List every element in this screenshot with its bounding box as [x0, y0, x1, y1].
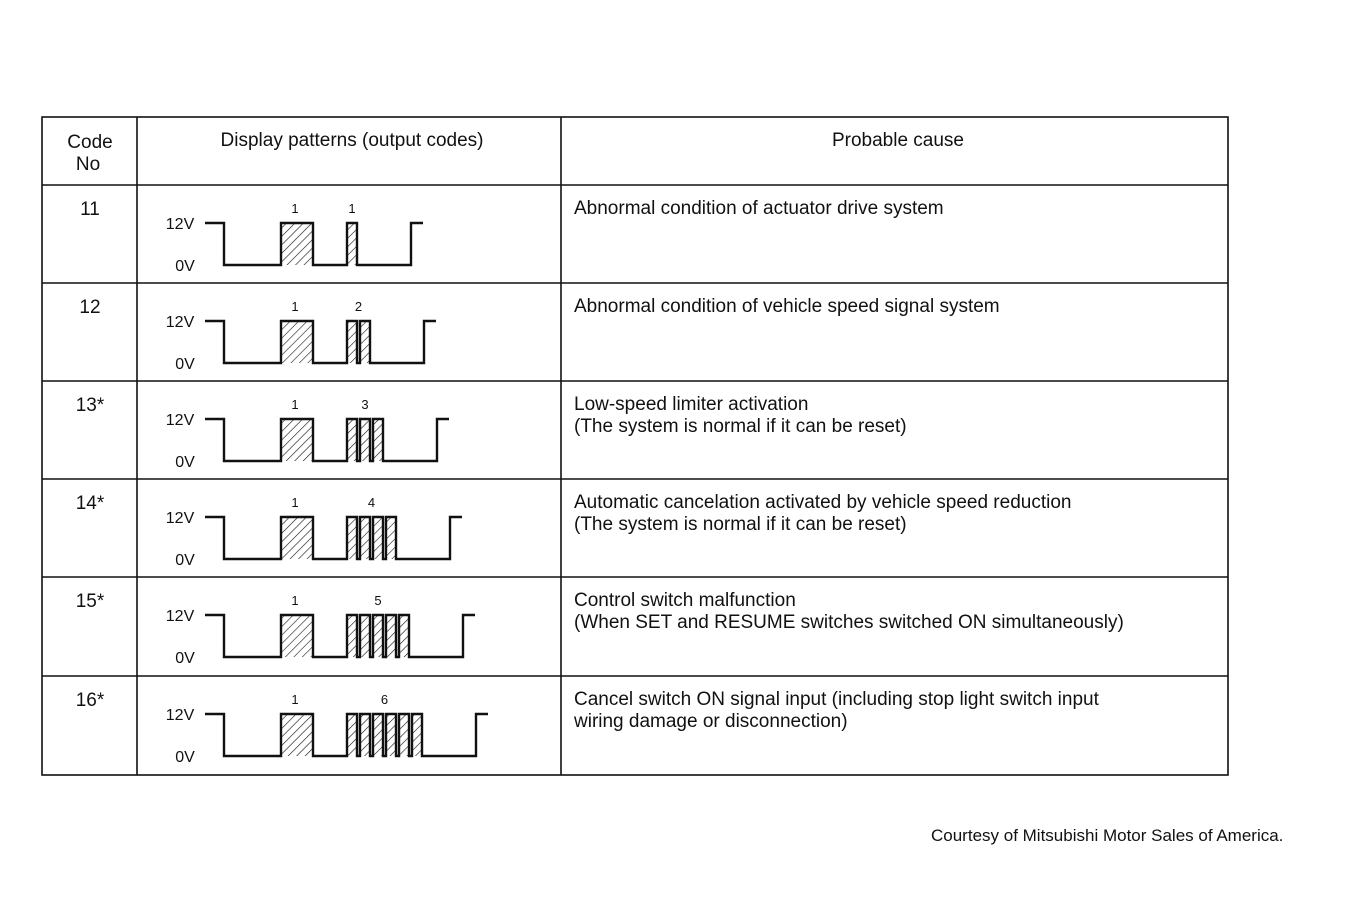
- pulse-second-fill: [347, 321, 357, 363]
- header-code-line1: Code: [67, 132, 112, 153]
- pulse-count-label-first: 1: [291, 692, 298, 707]
- pulse-second-fill: [386, 517, 396, 559]
- signal-line: [205, 712, 488, 758]
- pulse-count-label-first: 1: [291, 397, 298, 412]
- code-number: 12: [79, 297, 100, 318]
- pulse-first-fill: [281, 419, 313, 461]
- table-row: 15* 12V 0V 1 5 Control switch malfunction(Whe…: [76, 590, 1124, 667]
- pulse-second-fill: [373, 517, 383, 559]
- pulse-second-fill: [386, 714, 396, 756]
- probable-cause-text: Abnormal condition of vehicle speed sign…: [574, 296, 1000, 317]
- pulse-count-label-first: 1: [291, 201, 298, 216]
- probable-cause-text: (The system is normal if it can be reset…: [574, 514, 907, 535]
- signal-line: [205, 417, 449, 463]
- signal-line: [205, 319, 436, 365]
- probable-cause-text: Abnormal condition of actuator drive sys…: [574, 198, 944, 219]
- probable-cause-text: (The system is normal if it can be reset…: [574, 416, 907, 437]
- pulse-count-label-second: 4: [368, 495, 375, 510]
- pulse-count-label-second: 5: [374, 593, 381, 608]
- pulse-second-fill: [347, 615, 357, 657]
- probable-cause-text: Cancel switch ON signal input (including…: [574, 689, 1100, 710]
- pulse-second-fill: [347, 714, 357, 756]
- voltage-label-low: 0V: [175, 356, 195, 373]
- pulse-first-fill: [281, 615, 313, 657]
- voltage-label-low: 0V: [175, 454, 195, 471]
- pulse-first-fill: [281, 517, 313, 559]
- pulse-count-label-first: 1: [291, 299, 298, 314]
- pulse-count-label-first: 1: [291, 593, 298, 608]
- probable-cause-text: Automatic cancelation activated by vehic…: [574, 492, 1071, 513]
- waveform: 12V 0V 1 5: [166, 593, 475, 667]
- voltage-label-high: 12V: [166, 314, 195, 331]
- code-number: 15*: [76, 591, 105, 612]
- pulse-count-label-second: 6: [381, 692, 388, 707]
- pulse-second-fill: [347, 517, 357, 559]
- pulse-second-fill: [373, 615, 383, 657]
- voltage-label-high: 12V: [166, 412, 195, 429]
- pulse-count-label-second: 3: [361, 397, 368, 412]
- code-number: 13*: [76, 395, 105, 416]
- pulse-second-fill: [360, 321, 370, 363]
- signal-line: [205, 515, 462, 561]
- voltage-label-low: 0V: [175, 258, 195, 275]
- pulse-second-fill: [347, 419, 357, 461]
- pulse-second-fill: [386, 615, 396, 657]
- code-number: 11: [80, 199, 100, 220]
- probable-cause-text: wiring damage or disconnection): [573, 711, 848, 732]
- probable-cause-text: Control switch malfunction: [574, 590, 796, 611]
- voltage-label-low: 0V: [175, 552, 195, 569]
- probable-cause-text: (When SET and RESUME switches switched O…: [574, 612, 1124, 633]
- pulse-second-fill: [360, 517, 370, 559]
- voltage-label-low: 0V: [175, 749, 195, 766]
- header-display-patterns: Display patterns (output codes): [221, 130, 484, 151]
- pulse-second-fill: [373, 419, 383, 461]
- voltage-label-low: 0V: [175, 650, 195, 667]
- pulse-first-fill: [281, 714, 313, 756]
- pulse-count-label-second: 1: [348, 201, 355, 216]
- waveform: 12V 0V 1 3: [166, 397, 449, 471]
- pulse-count-label-first: 1: [291, 495, 298, 510]
- table-row: 14* 12V 0V 1 4 Automatic cancelation activate…: [76, 492, 1072, 569]
- code-number: 16*: [76, 690, 105, 711]
- pulse-count-label-second: 2: [355, 299, 362, 314]
- pulse-first-fill: [281, 321, 313, 363]
- probable-cause-text: Low-speed limiter activation: [574, 394, 808, 415]
- pulse-first-fill: [281, 223, 313, 265]
- table-grid: [41, 116, 1229, 776]
- pulse-second-fill: [360, 615, 370, 657]
- waveform: 12V 0V 1 6: [166, 692, 488, 766]
- pulse-second-fill: [347, 223, 357, 265]
- courtesy-footer: Courtesy of Mitsubishi Motor Sales of Am…: [931, 826, 1284, 845]
- header-code-line2: No: [76, 154, 100, 175]
- waveform: 12V 0V 1 2: [166, 299, 436, 373]
- code-number: 14*: [76, 493, 105, 514]
- pulse-second-fill: [360, 419, 370, 461]
- waveform: 12V 0V 1 4: [166, 495, 462, 569]
- pulse-second-fill: [373, 714, 383, 756]
- voltage-label-high: 12V: [166, 707, 195, 724]
- header-probable-cause: Probable cause: [832, 130, 964, 151]
- table-row: 16* 12V 0V 1 6 Cancel switch ON signal input …: [76, 689, 1100, 766]
- waveform: 12V 0V 1 1: [166, 201, 423, 275]
- pulse-second-fill: [360, 714, 370, 756]
- signal-line: [205, 221, 423, 267]
- pulse-second-fill: [412, 714, 422, 756]
- voltage-label-high: 12V: [166, 216, 195, 233]
- voltage-label-high: 12V: [166, 608, 195, 625]
- pulse-second-fill: [399, 714, 409, 756]
- table-row: 13* 12V 0V 1 3 Low-speed limiter activation(T…: [76, 394, 907, 471]
- table-header: Code No Display patterns (output codes) …: [67, 130, 964, 175]
- pulse-second-fill: [399, 615, 409, 657]
- voltage-label-high: 12V: [166, 510, 195, 527]
- signal-line: [205, 613, 475, 659]
